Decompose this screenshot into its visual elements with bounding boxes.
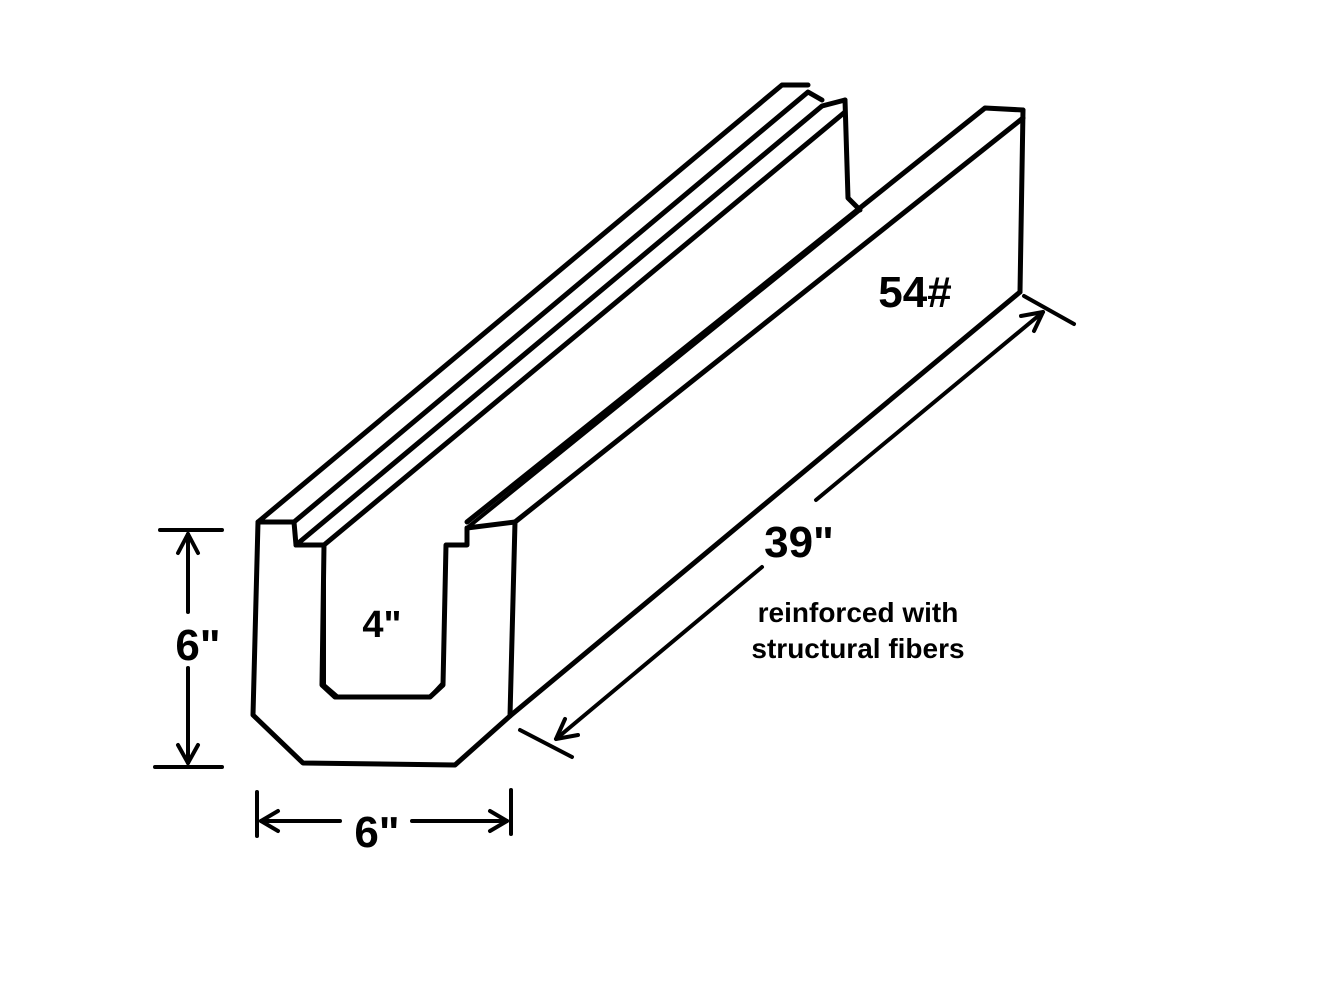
length-label: 39": [764, 518, 834, 567]
height-label: 6": [175, 621, 220, 670]
left-wall-groove-3: [321, 109, 848, 548]
length-ext-far: [1022, 294, 1076, 326]
right-wall-top: [464, 105, 1026, 525]
height-arrow-up-icon: [176, 532, 200, 555]
channel-width-label: 4": [362, 604, 401, 646]
note-line-1: reinforced with: [758, 597, 959, 628]
right-wall-end: [1017, 107, 1026, 295]
left-wall-groove-1: [291, 89, 825, 525]
channel-inner: [322, 543, 445, 699]
left-wall-top-outer: [255, 82, 811, 525]
height-arrow-down-icon: [176, 743, 200, 765]
length-ext-near: [518, 728, 574, 759]
left-wall-groove-2: [293, 97, 848, 548]
length-dimension: [518, 294, 1076, 759]
drain-body: [250, 82, 1026, 768]
front-face-outline: [250, 519, 518, 768]
width-arrow-left-icon: [259, 809, 280, 833]
left-wall-end: [842, 97, 863, 213]
length-arrow-near-icon: [554, 717, 580, 741]
weight-label: 54#: [878, 268, 951, 317]
width-arrow-right-icon: [488, 809, 509, 833]
note-line-2: structural fibers: [751, 633, 964, 664]
length-dim-line-upper: [814, 310, 1045, 502]
length-arrow-far-icon: [1019, 310, 1045, 333]
right-wall-front-edge: [512, 115, 1026, 525]
width-dimension: [255, 788, 513, 838]
length-dim-line-lower: [554, 565, 764, 741]
height-dimension: [153, 528, 224, 769]
channel-floor-back: [465, 208, 862, 530]
width-label: 6": [354, 808, 399, 857]
right-wall-bottom: [507, 289, 1023, 719]
